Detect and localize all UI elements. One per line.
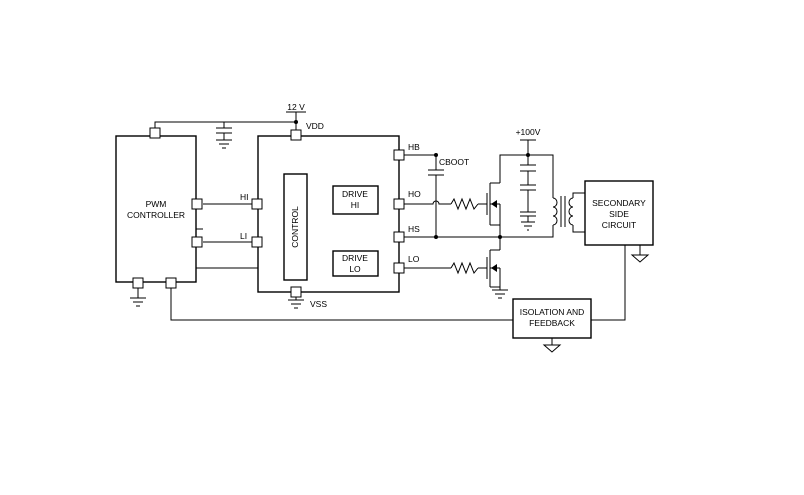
vdd-pin [290, 129, 302, 141]
ground-icon-secondary [630, 254, 650, 263]
ground-icon-low-fet [492, 289, 508, 299]
ground-icon-isolation [542, 344, 562, 353]
hb-pin [393, 149, 405, 161]
ho-label: HO [408, 189, 421, 199]
control-block [283, 173, 308, 281]
pwm-title-line2: CONTROLLER [127, 210, 185, 220]
isolation-line2: FEEDBACK [529, 318, 575, 328]
drive-lo-line2: LO [349, 264, 361, 274]
pwm-controller-block [115, 135, 197, 283]
lo-label: LO [408, 254, 420, 264]
pwm-title-line1: PWM [146, 199, 167, 209]
gate-resistor-low [450, 261, 479, 275]
low-side-mosfet-icon [486, 249, 501, 288]
high-side-mosfet-icon [486, 182, 501, 226]
secondary-side-block [584, 180, 654, 246]
hi-pin-label: HI [240, 192, 249, 202]
control-label: CONTROL [290, 206, 300, 248]
ground-icon-pwm [130, 297, 146, 307]
isolation-line1: ISOLATION AND [520, 307, 585, 317]
supply-100v-label: +100V [516, 127, 541, 137]
isolation-feedback-block [512, 298, 592, 339]
pwm-fb-pin [165, 277, 177, 289]
cboot-label: CBOOT [439, 157, 469, 167]
vss-pin [290, 286, 302, 298]
decoupling-capacitor [216, 127, 232, 149]
ground-icon-vss [288, 299, 304, 309]
pwm-vcc-pin [149, 127, 161, 139]
drive-hi-line2: HI [351, 200, 360, 210]
vss-label: VSS [310, 299, 327, 309]
secondary-line1: SECONDARY [592, 198, 646, 208]
secondary-line2: SIDE [609, 209, 629, 219]
vdd-label: VDD [306, 121, 324, 131]
split-capacitor [520, 184, 536, 231]
drive-hi-line1: DRIVE [342, 189, 368, 199]
bulk-capacitor [520, 164, 536, 185]
supply-12v-label: 12 V [287, 102, 305, 112]
gate-resistor-high [450, 197, 479, 211]
drive-hi-block [332, 185, 379, 215]
lo-pin [393, 262, 405, 274]
li-pin-label: LI [240, 231, 247, 241]
hs-pin [393, 231, 405, 243]
li-pin [251, 236, 263, 248]
pins [132, 127, 405, 298]
hb-label: HB [408, 142, 420, 152]
drive-lo-line1: DRIVE [342, 253, 368, 263]
secondary-line3: CIRCUIT [602, 220, 636, 230]
ho-pin [393, 198, 405, 210]
hi-pin [251, 198, 263, 210]
drive-lo-block [332, 250, 379, 277]
cboot-capacitor [428, 169, 444, 176]
pwm-hi-pin [191, 198, 203, 210]
pwm-li-pin [191, 236, 203, 248]
transformer-icon [552, 196, 574, 227]
pwm-gnd-pin [132, 277, 144, 289]
hs-label: HS [408, 224, 420, 234]
